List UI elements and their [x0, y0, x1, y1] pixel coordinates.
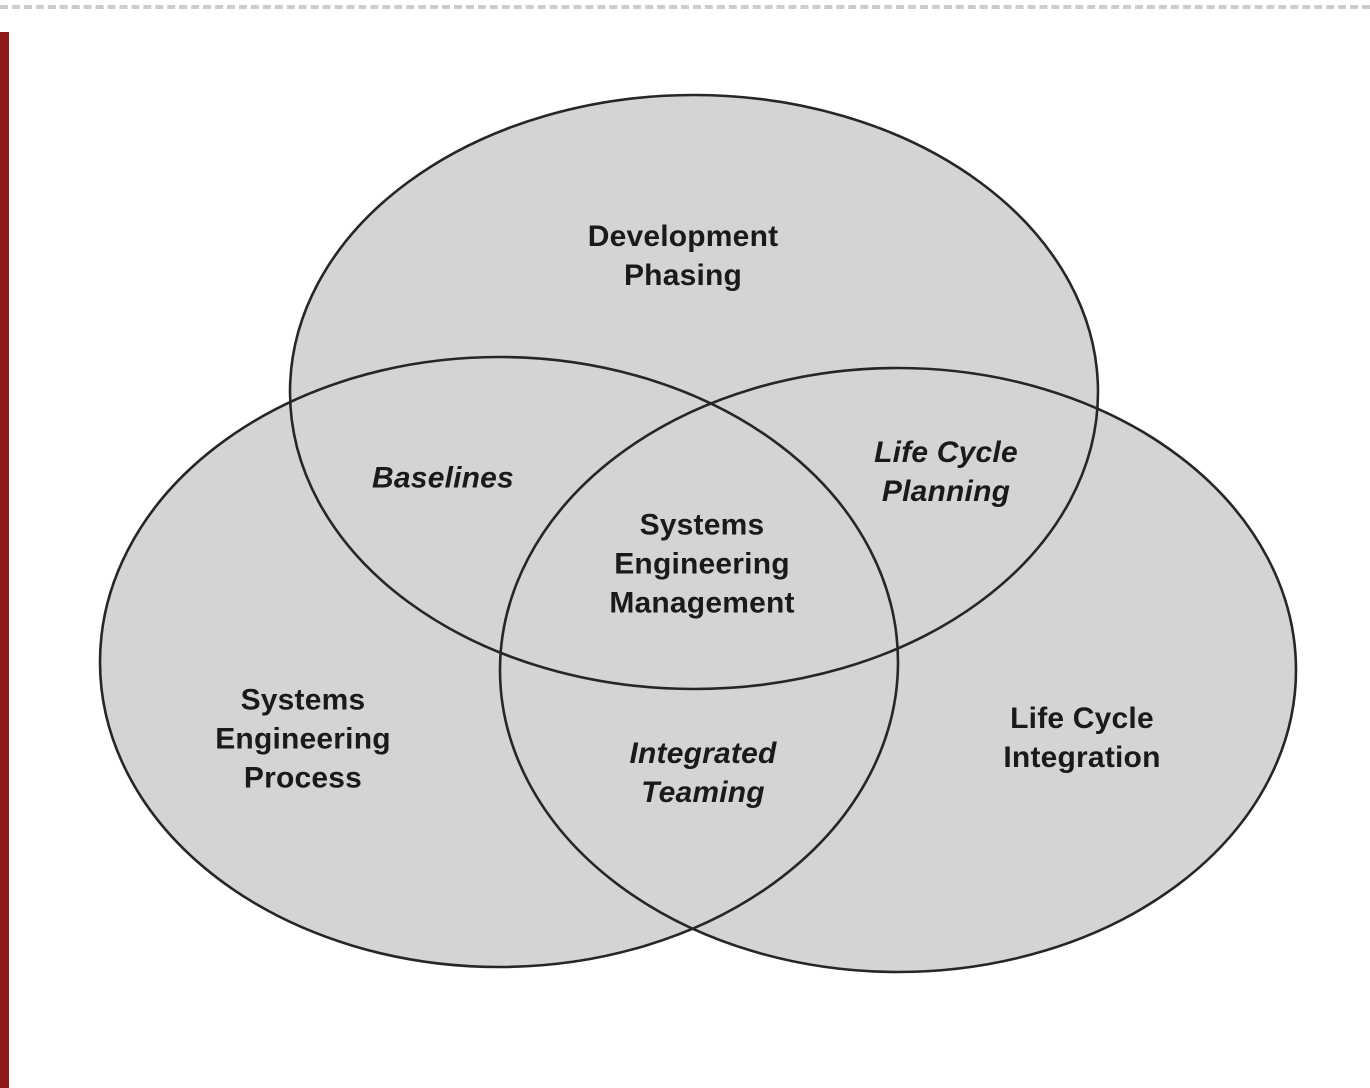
baselines-label: Baselines: [372, 461, 514, 495]
integrated-teaming-label: Integrated Teaming: [629, 737, 777, 809]
development-phasing-label: Development Phasing: [587, 220, 779, 292]
systems-engineering-process-ellipse-outline: [98, 355, 900, 969]
life-cycle-integration-label: Life Cycle Integration: [1003, 702, 1161, 774]
life-cycle-planning-label: Life Cycle Planning: [874, 436, 1018, 508]
development-phasing-ellipse-outline: [288, 93, 1100, 691]
systems-engineering-process-label: Systems Engineering Process: [215, 683, 391, 795]
venn-outlines: [98, 93, 1298, 974]
life-cycle-integration-ellipse-outline: [498, 366, 1298, 974]
top-dashed-border: [0, 5, 1370, 9]
left-edge-red-bar: [0, 32, 9, 1088]
systems-engineering-management-label: Systems Engineering Management: [609, 508, 795, 620]
